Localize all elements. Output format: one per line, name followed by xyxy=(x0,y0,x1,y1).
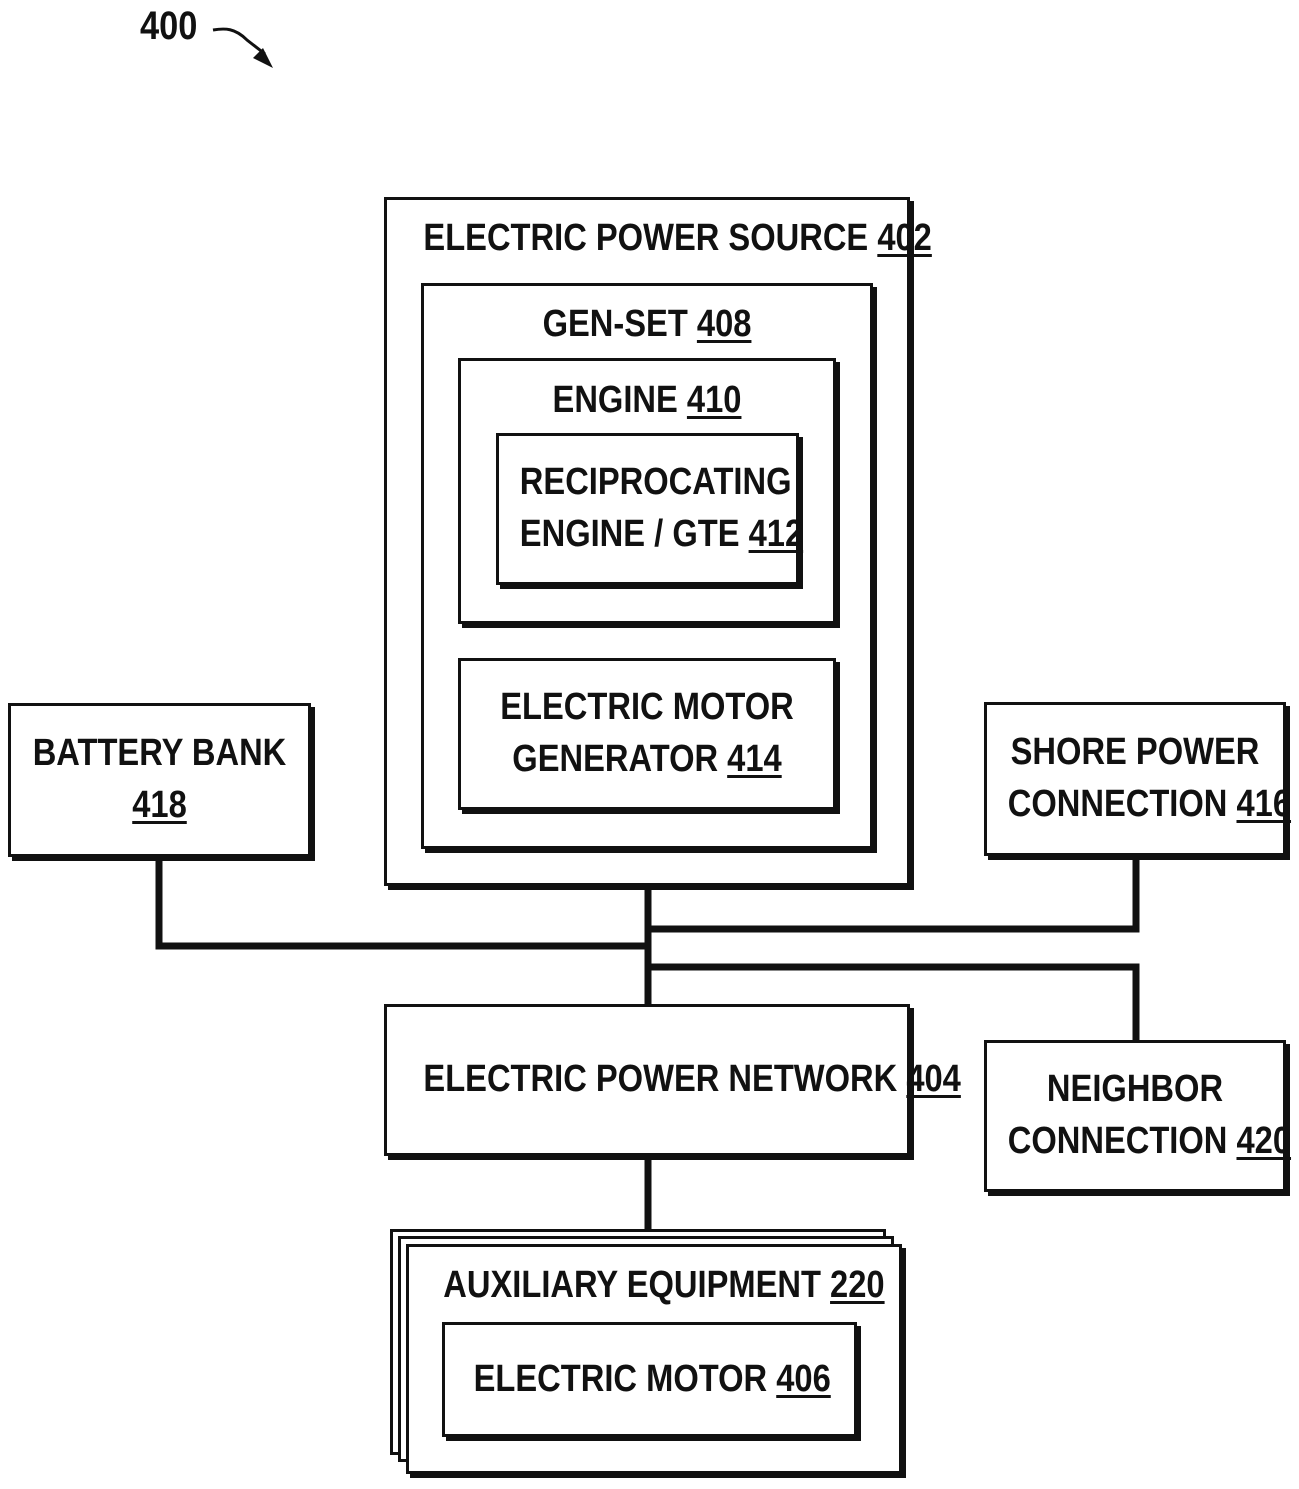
engine-label: ENGINE 410 xyxy=(487,374,807,426)
electric-motor-generator-label: ELECTRIC MOTOR GENERATOR 414 xyxy=(487,681,807,785)
gen-set-ref: 408 xyxy=(697,303,752,345)
reciprocating-engine-ref: 412 xyxy=(749,513,804,555)
auxiliary-equipment-ref: 220 xyxy=(830,1264,885,1306)
engine-ref: 410 xyxy=(687,379,742,421)
electric-motor-label: ELECTRIC MOTOR 406 xyxy=(474,1353,826,1405)
battery-bank-label: BATTERY BANK 418 xyxy=(32,727,287,831)
neighbor-connection-box: NEIGHBOR CONNECTION 420 xyxy=(984,1040,1286,1192)
auxiliary-equipment-label: AUXILIARY EQUIPMENT 220 xyxy=(443,1259,864,1311)
battery-bank-ref: 418 xyxy=(32,779,287,831)
electric-power-network-label: ELECTRIC POWER NETWORK 404 xyxy=(423,1053,870,1105)
electric-motor-generator-box: ELECTRIC MOTOR GENERATOR 414 xyxy=(458,658,836,810)
electric-motor-box: ELECTRIC MOTOR 406 xyxy=(442,1322,857,1437)
electric-motor-generator-ref: 414 xyxy=(727,738,782,780)
neighbor-connection-ref: 420 xyxy=(1236,1120,1291,1162)
shore-power-connection-label: SHORE POWER CONNECTION 416 xyxy=(1008,726,1263,830)
neighbor-connection-label: NEIGHBOR CONNECTION 420 xyxy=(1008,1063,1263,1167)
electric-power-source-ref: 402 xyxy=(877,217,932,259)
shore-power-connection-ref: 416 xyxy=(1236,783,1291,825)
electric-power-network-box: ELECTRIC POWER NETWORK 404 xyxy=(384,1004,910,1156)
gen-set-label: GEN-SET 408 xyxy=(455,298,839,350)
electric-power-source-label: ELECTRIC POWER SOURCE 402 xyxy=(423,212,870,264)
electric-motor-ref: 406 xyxy=(776,1358,831,1400)
reciprocating-engine-label: RECIPROCATING ENGINE / GTE 412 xyxy=(520,456,775,560)
shore-power-connection-box: SHORE POWER CONNECTION 416 xyxy=(984,702,1286,856)
battery-bank-box: BATTERY BANK 418 xyxy=(8,703,311,857)
reciprocating-engine-box: RECIPROCATING ENGINE / GTE 412 xyxy=(496,433,799,585)
electric-power-network-ref: 404 xyxy=(906,1058,961,1100)
